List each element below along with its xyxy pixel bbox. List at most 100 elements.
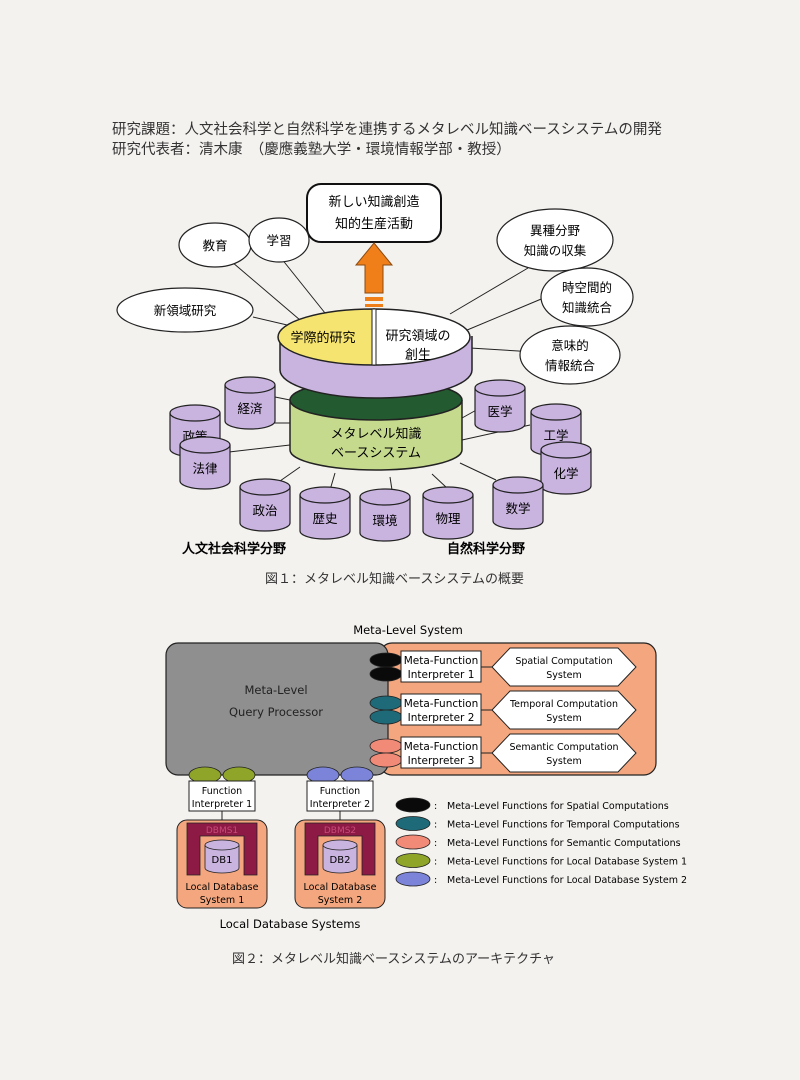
bubble-label: 新領域研究	[154, 303, 217, 318]
legend-item: : Meta-Level Functions for Spatial Comput…	[395, 797, 669, 813]
db-label: DB1	[212, 855, 233, 866]
bubble-label: 教育	[202, 238, 227, 253]
database-label: 工学	[543, 428, 568, 443]
legend-item: : Meta-Level Functions for Local Database…	[395, 871, 687, 887]
local-system-name: System 2	[318, 895, 363, 906]
legend-swatch	[395, 853, 431, 868]
computation-system-label: System	[546, 713, 581, 724]
science-label: 自然科学分野	[447, 541, 525, 557]
top-disk: 学際的研究 研究領域の 創生	[277, 308, 473, 399]
database-label: 医学	[487, 404, 512, 419]
bubble-label: 知識の収集	[524, 243, 587, 258]
computation-system	[491, 690, 637, 730]
database-cylinder: 法律	[179, 436, 231, 490]
legend-label: Meta-Level Functions for Semantic Comput…	[447, 838, 681, 849]
database-cylinder: 環境	[359, 488, 411, 542]
legend-item: : Meta-Level Functions for Local Database…	[395, 853, 687, 868]
database-label: 政治	[252, 503, 277, 518]
goal-line-2: 知的生産活動	[335, 216, 413, 232]
top-disk-right-1: 研究領域の	[385, 328, 450, 344]
query-processor-line-1: Meta-Level	[244, 683, 307, 697]
interpreter-label: Interpreter 2	[408, 712, 475, 724]
legend-separator: :	[434, 820, 437, 831]
core-knowledge-base: メタレベル知識 ベースシステム	[289, 379, 463, 471]
database-cylinder: 経済	[224, 376, 276, 430]
database-label: 化学	[553, 466, 578, 481]
local-system-name: Local Database	[304, 882, 377, 893]
database-label: 数学	[505, 501, 530, 516]
legend-label: Meta-Level Functions for Temporal Comput…	[447, 820, 680, 831]
legend-swatch	[395, 871, 431, 887]
bubble-label: 時空間的	[562, 280, 612, 295]
left-bubble: 学習	[248, 217, 310, 263]
core-line-1: メタレベル知識	[330, 426, 421, 442]
dbms-label: DBMS1	[206, 826, 238, 836]
computation-system-label: Semantic Computation	[509, 742, 618, 753]
meta-level-system-title: Meta-Level System	[353, 623, 463, 637]
humanities-label: 人文社会科学分野	[182, 541, 286, 557]
local-system-name: System 1	[200, 895, 245, 906]
legend-swatch	[395, 816, 431, 831]
dbms-block	[186, 822, 258, 876]
top-disk-left: 学際的研究	[290, 330, 355, 346]
function-interpreter-label: Function	[320, 786, 360, 797]
legend-separator: :	[434, 875, 437, 886]
database-label: 歴史	[312, 511, 338, 526]
local-systems-label: Local Database Systems	[220, 917, 361, 931]
function-interpreter-box	[306, 780, 374, 812]
figure-2-caption: 図２：メタレベル知識ベースシステムのアーキテクチャ	[232, 952, 556, 967]
figure-2-architecture-diagram: Meta-Level System Meta-Level Query Proce…	[165, 623, 687, 931]
top-disk-right-2: 創生	[405, 348, 431, 363]
database-label: 法律	[192, 461, 217, 476]
legend-item: : Meta-Level Functions for Temporal Compu…	[395, 816, 680, 831]
database-label: 経済	[237, 401, 263, 416]
computation-system-label: Spatial Computation	[515, 656, 612, 667]
legend-item: : Meta-Level Functions for Semantic Compu…	[395, 834, 681, 850]
legend: : Meta-Level Functions for Spatial Comput…	[395, 797, 687, 887]
project-title: 研究課題：人文社会科学と自然科学を連携するメタレベル知識ベースシステムの開発	[112, 122, 662, 138]
dbms-label: DBMS2	[324, 826, 356, 836]
interpreter-label: Interpreter 3	[408, 755, 475, 767]
core-line-2: ベースシステム	[331, 446, 421, 461]
goal-line-1: 新しい知識創造	[328, 194, 419, 210]
legend-label: Meta-Level Functions for Local Database …	[447, 857, 687, 868]
function-interpreter-box	[188, 780, 256, 812]
database-label: 物理	[435, 511, 461, 526]
legend-swatch	[395, 797, 431, 813]
computation-system-label: System	[546, 756, 581, 767]
legend-separator: :	[434, 801, 437, 812]
figure-1-caption: 図１：メタレベル知識ベースシステムの概要	[265, 572, 524, 587]
bubble-label: 情報統合	[545, 358, 596, 373]
query-processor-line-2: Query Processor	[229, 705, 323, 719]
bubble-label: 知識統合	[562, 300, 613, 315]
legend-label: Meta-Level Functions for Spatial Computa…	[447, 801, 669, 812]
left-bubble: 新領域研究	[116, 287, 254, 333]
database-label: 環境	[372, 513, 397, 528]
computation-system	[491, 647, 637, 687]
goal-box: 新しい知識創造 知的生産活動	[306, 183, 442, 243]
database-cylinder: 化学	[540, 441, 592, 495]
computation-system	[491, 733, 637, 773]
bubble-label: 学習	[266, 233, 291, 248]
left-bubble: 教育	[178, 222, 252, 268]
dbms-block	[304, 822, 376, 876]
interpreter-label: Meta-Function	[404, 698, 479, 710]
database-cylinder: 政治	[239, 478, 291, 532]
function-interpreter-label: Function	[202, 786, 242, 797]
database-cylinder: 物理	[422, 486, 474, 540]
legend-separator: :	[434, 857, 437, 868]
upward-arrow	[354, 242, 394, 307]
legend-separator: :	[434, 838, 437, 849]
legend-label: Meta-Level Functions for Local Database …	[447, 875, 687, 886]
